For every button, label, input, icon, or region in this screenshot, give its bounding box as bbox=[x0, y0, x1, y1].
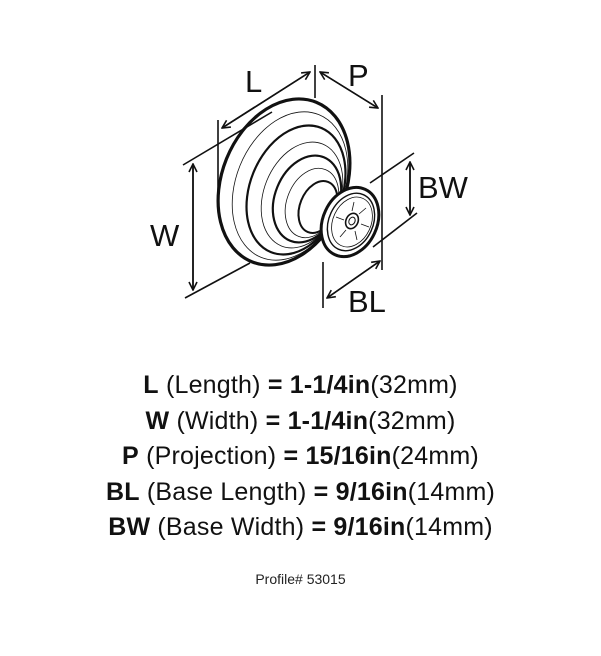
spec-inch: 1-1/4in bbox=[287, 406, 369, 435]
spec-name: (Base Width) bbox=[157, 513, 305, 541]
spec-eq: = bbox=[311, 513, 327, 541]
label-bl: BL bbox=[348, 284, 386, 319]
dimension-specs: L (Length) = 1-1/4in(32mm) W (Width) = 1… bbox=[0, 368, 601, 546]
spec-code: L bbox=[143, 371, 159, 399]
spec-mm: (14mm) bbox=[407, 477, 496, 506]
spec-projection: P (Projection) = 15/16in(24mm) bbox=[0, 439, 601, 475]
spec-inch: 9/16in bbox=[335, 477, 408, 506]
spec-mm: (32mm) bbox=[368, 406, 456, 435]
spec-code: W bbox=[145, 406, 170, 435]
knob-illustration bbox=[216, 97, 381, 267]
label-w: W bbox=[150, 218, 180, 253]
spec-name: (Projection) bbox=[146, 442, 277, 470]
spec-code: BW bbox=[108, 513, 151, 541]
spec-mm: (14mm) bbox=[405, 513, 493, 541]
spec-mm: (32mm) bbox=[370, 371, 458, 399]
spec-inch: 15/16in bbox=[305, 442, 392, 470]
spec-code: BL bbox=[105, 477, 140, 506]
dimension-lines bbox=[182, 65, 418, 308]
spec-name: (Width) bbox=[176, 406, 259, 435]
spec-eq: = bbox=[283, 442, 299, 470]
spec-name: (Base Length) bbox=[146, 477, 307, 506]
spec-inch: 1-1/4in bbox=[289, 371, 371, 399]
spec-base-width: BW (Base Width) = 9/16in(14mm) bbox=[0, 510, 601, 546]
spec-eq: = bbox=[265, 406, 281, 435]
label-bw: BW bbox=[418, 170, 469, 205]
label-l: L bbox=[245, 64, 262, 99]
spec-inch: 9/16in bbox=[333, 513, 406, 541]
profile-number: Profile# 53015 bbox=[255, 571, 346, 587]
spec-length: L (Length) = 1-1/4in(32mm) bbox=[0, 368, 601, 404]
spec-eq: = bbox=[267, 371, 283, 399]
knob-dimension-drawing: L P W BW BL bbox=[150, 58, 469, 319]
spec-code: P bbox=[122, 442, 139, 470]
label-p: P bbox=[348, 58, 369, 93]
spec-base-length: BL (Base Length) = 9/16in(14mm) bbox=[0, 475, 601, 511]
spec-name: (Length) bbox=[165, 371, 261, 399]
spec-mm: (24mm) bbox=[391, 442, 479, 470]
spec-width: W (Width) = 1-1/4in(32mm) bbox=[0, 404, 601, 440]
spec-eq: = bbox=[313, 477, 329, 506]
